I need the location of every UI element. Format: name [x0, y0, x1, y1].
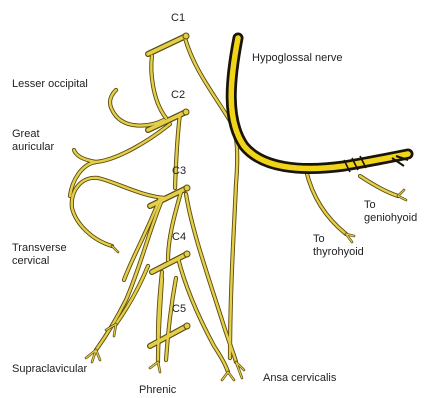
label-transverse-cervical: Transverse cervical [12, 242, 67, 268]
label-c4: C4 [172, 231, 186, 244]
label-phrenic: Phrenic [139, 384, 176, 397]
label-c5: C5 [172, 303, 186, 316]
supraclavicular-branch [96, 200, 162, 350]
thyrohyoid-branch [306, 170, 346, 234]
label-supraclavicular: Supraclavicular [12, 363, 87, 376]
label-c2: C2 [171, 89, 185, 102]
label-ansa-cervicalis: Ansa cervicalis [263, 372, 336, 385]
label-c3: C3 [172, 165, 186, 178]
label-c1: C1 [171, 12, 185, 25]
label-to-thyrohyoid: To thyrohyoid [313, 233, 364, 259]
label-hypoglossal-nerve: Hypoglossal nerve [252, 52, 343, 65]
label-lesser-occipital: Lesser occipital [12, 78, 88, 91]
label-to-geniohyoid: To geniohyoid [364, 199, 417, 225]
label-great-auricular: Great auricular [12, 128, 54, 154]
